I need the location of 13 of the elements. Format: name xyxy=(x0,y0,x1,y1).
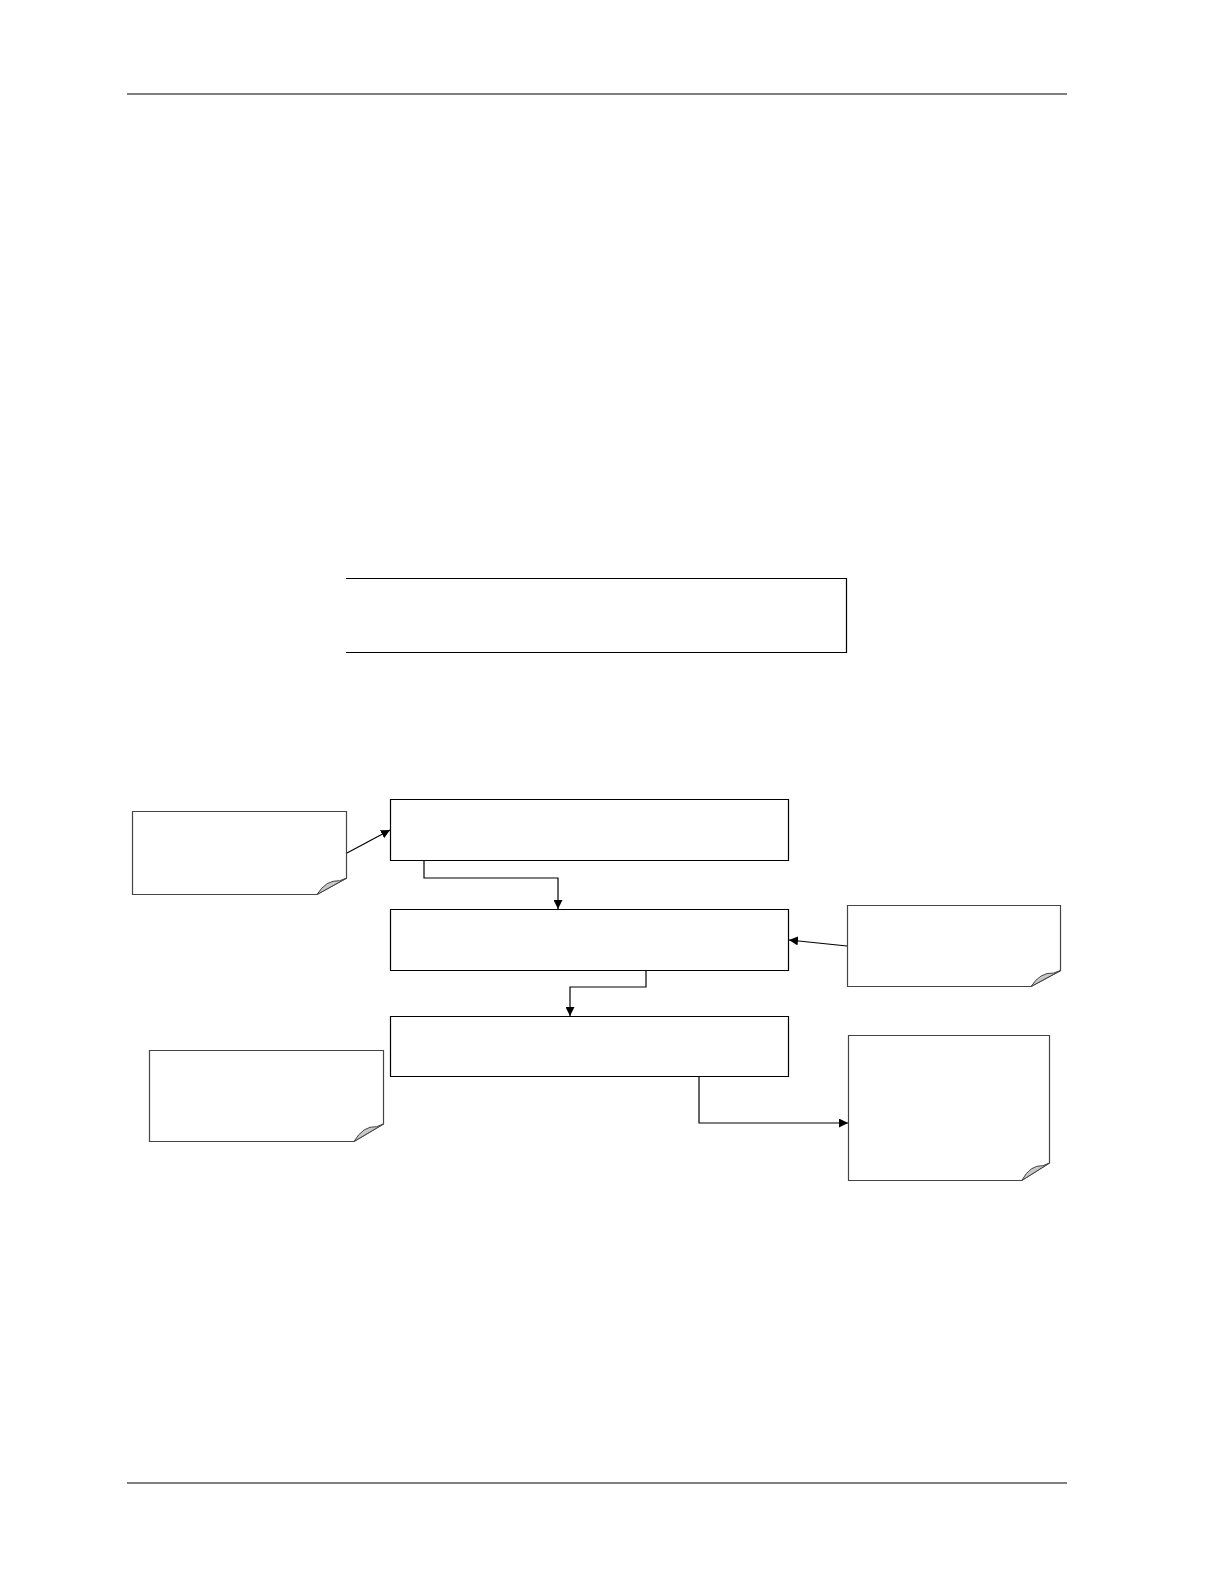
note-shape xyxy=(149,1050,384,1142)
arrow xyxy=(565,970,647,1017)
process-box xyxy=(346,578,847,653)
note-shape xyxy=(847,905,1061,987)
arrow xyxy=(788,936,848,947)
process-box xyxy=(390,1016,789,1077)
arrow xyxy=(346,829,391,854)
note-shape xyxy=(132,811,347,895)
process-box xyxy=(390,909,789,971)
arrow xyxy=(423,860,563,910)
process-box xyxy=(390,799,789,861)
note-shape xyxy=(848,1035,1050,1181)
arrow xyxy=(698,1076,849,1128)
